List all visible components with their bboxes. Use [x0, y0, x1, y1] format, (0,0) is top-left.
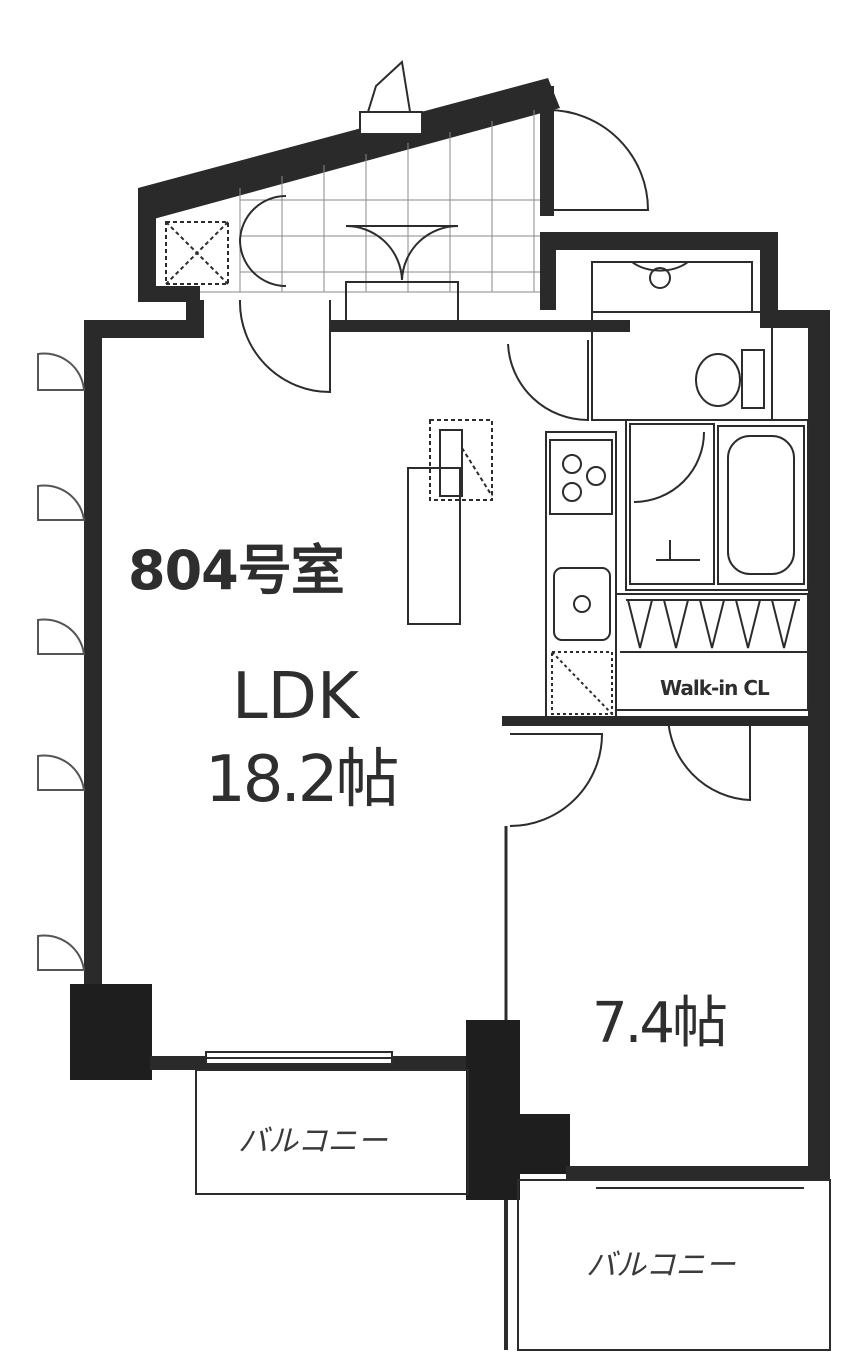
left-windows	[37, 352, 86, 971]
closet-label: Walk-in CL	[660, 676, 770, 700]
ldk-label: LDK	[232, 660, 359, 734]
outer-walls	[70, 310, 830, 1200]
stove-icon	[549, 439, 613, 515]
ldk-area-label: 18.2帖	[205, 743, 399, 817]
entrance-tile-grid	[200, 110, 540, 293]
balcony-label: バルコニー	[586, 1248, 736, 1283]
balconies	[195, 1051, 831, 1351]
balcony-label: バルコニー	[238, 1124, 388, 1159]
fridge-space	[551, 651, 613, 715]
bedroom-area-label: 7.4帖	[592, 991, 728, 1056]
bathroom	[625, 419, 809, 591]
shoe-cabinet	[345, 281, 459, 325]
bedroom-door	[509, 733, 604, 827]
toilet-icon	[695, 353, 741, 407]
meter-box	[165, 221, 229, 285]
ldk-door	[238, 299, 331, 394]
bathtub-icon	[727, 435, 795, 575]
walk-in-closet	[502, 593, 809, 802]
kitchen-counter	[407, 467, 461, 625]
sink-icon	[553, 567, 611, 641]
entrance-area	[138, 60, 650, 330]
kitchen	[407, 419, 617, 719]
washbasin-icon	[631, 261, 689, 272]
toilet-room	[507, 232, 778, 422]
room-number-label: 804号室	[128, 539, 345, 602]
